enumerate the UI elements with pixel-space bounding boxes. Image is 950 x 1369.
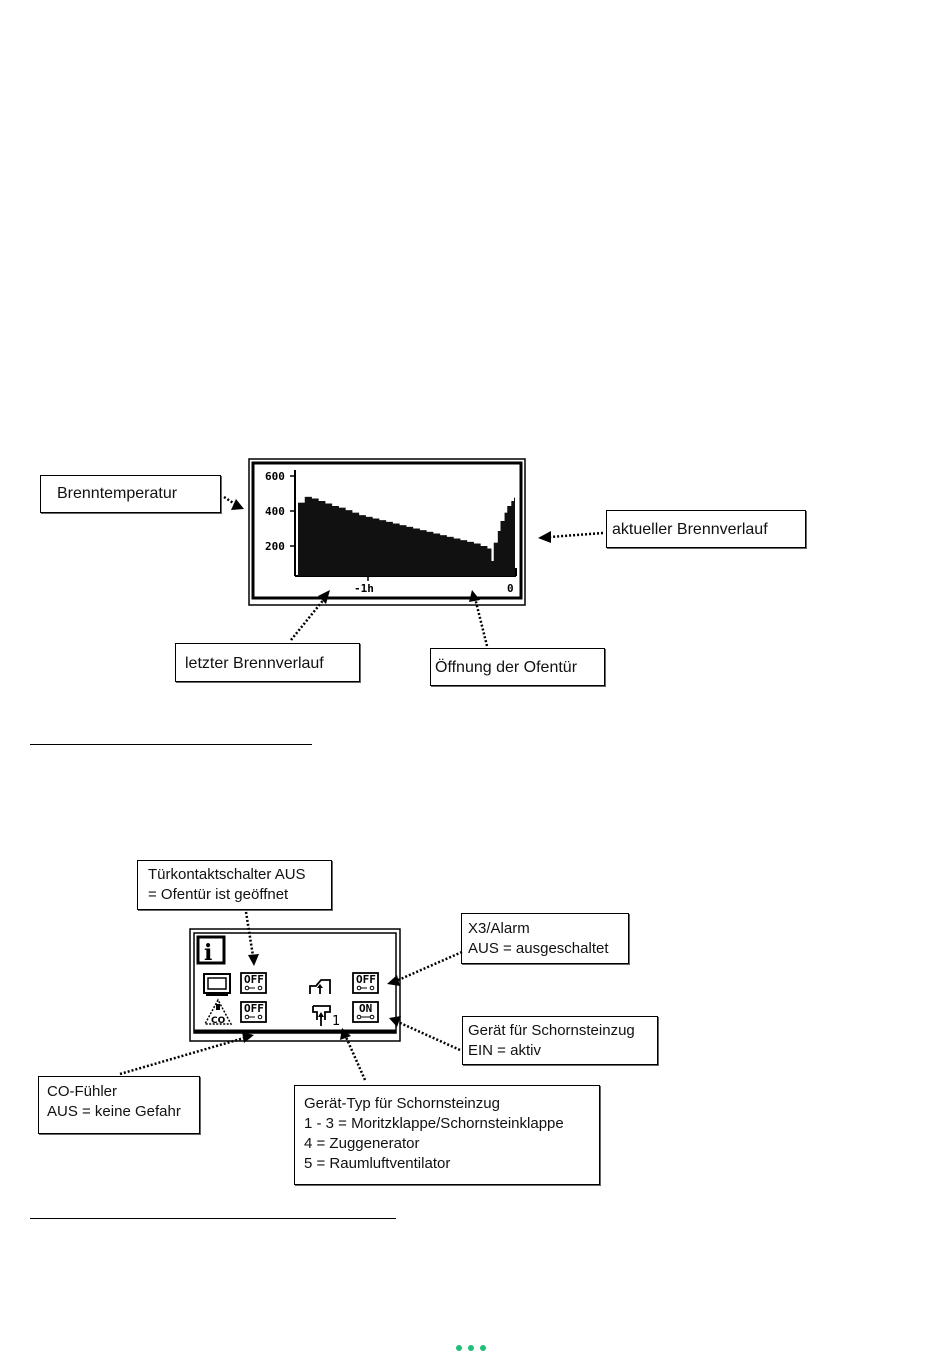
switch-icon: OFF: [352, 972, 379, 994]
arrow-icon: [389, 1016, 401, 1027]
device-number: 1: [332, 1014, 340, 1029]
arrow-icon: [538, 531, 551, 543]
separator-line: [30, 1218, 396, 1219]
arrow-icon: [318, 590, 330, 604]
svg-text:OFF: OFF: [244, 973, 264, 986]
burn-area-step: [426, 531, 434, 576]
burn-area-step: [392, 523, 400, 576]
fan-device-icon: [312, 1005, 331, 1026]
burn-area-step: [385, 521, 393, 576]
burn-area-step: [460, 540, 468, 576]
burn-area-step: [487, 548, 492, 576]
burn-area-step: [379, 520, 387, 576]
burn-area-step: [325, 503, 333, 576]
burn-area-step: [511, 501, 515, 576]
x-tick-label: -1h: [354, 582, 374, 595]
burn-area-step: [372, 518, 380, 576]
burn-area-step: [412, 528, 420, 576]
callout-aktueller-brennverlauf: aktueller Brennverlauf: [606, 510, 806, 548]
burn-area-step: [480, 546, 488, 576]
arrow-icon: [248, 954, 259, 966]
dot-icon: [468, 1345, 474, 1351]
callout-schornsteinzug-geraet: Gerät für Schornsteinzug EIN = aktiv: [462, 1016, 658, 1065]
y-tick-label: 600: [265, 470, 285, 483]
burn-area-series: [298, 496, 515, 576]
svg-text:i: i: [204, 940, 212, 966]
burn-area-step: [406, 526, 414, 576]
callout-co-fuehler: CO-Fühler AUS = keine Gefahr: [38, 1076, 200, 1134]
arrow-icon: [387, 975, 400, 986]
burn-area-step: [352, 512, 360, 576]
burn-area-step: [500, 521, 505, 576]
burn-area-step: [439, 535, 447, 576]
oven-door-icon: [203, 973, 231, 996]
pointer-arrows-2: [119, 911, 463, 1081]
callout-geraet-typ: Gerät-Typ für Schornsteinzug 1 - 3 = Mor…: [294, 1085, 600, 1185]
dot-icon: [480, 1345, 486, 1351]
arrow-icon: [242, 1032, 254, 1043]
svg-text:OFF: OFF: [356, 973, 376, 986]
callout-brenntemperatur: Brenntemperatur: [40, 475, 221, 513]
burn-area-step: [446, 536, 454, 576]
burn-area-step: [514, 497, 515, 576]
burn-area-step: [311, 498, 319, 576]
burn-area-step: [507, 506, 512, 576]
svg-text:CO: CO: [211, 1016, 226, 1026]
burn-area-step: [491, 561, 495, 576]
burn-chart-display: 600 400 200 -1h 0: [248, 458, 526, 606]
callout-letzter-brennverlauf: letzter Brennverlauf: [175, 643, 360, 682]
pointer-arrows-1: [223, 495, 604, 647]
callout-tuerkontaktschalter: Türkontaktschalter AUS = Ofentür ist geö…: [137, 860, 332, 910]
switch-icon: ON: [352, 1001, 379, 1023]
y-tick-label: 400: [265, 505, 285, 518]
burn-area-step: [433, 533, 441, 576]
burn-area-step: [493, 542, 499, 576]
separator-line: [30, 744, 312, 745]
switch-icon: OFF: [240, 972, 267, 994]
arrow-icon: [340, 1028, 351, 1040]
switch-icon: OFF: [240, 1001, 267, 1023]
burn-area-step: [419, 530, 427, 576]
burn-area-step: [304, 496, 312, 576]
burn-area-step: [345, 510, 353, 576]
burn-area-step: [331, 506, 339, 576]
burn-area-step: [399, 525, 407, 576]
co-sensor-icon: CO: [203, 998, 233, 1026]
arrow-icon: [469, 590, 480, 602]
burn-area-step: [358, 515, 366, 576]
svg-text:OFF: OFF: [244, 1002, 264, 1015]
burn-area-step: [453, 538, 461, 576]
burn-area-step: [466, 541, 474, 576]
dot-icon: [456, 1345, 462, 1351]
arrow-icon: [231, 499, 244, 510]
info-display: i OFF OFF OFF ON CO: [189, 928, 401, 1042]
burn-area-step: [338, 507, 346, 576]
svg-text:ON: ON: [359, 1002, 372, 1015]
callout-oeffnung-ofentuer: Öffnung der Ofentür: [430, 648, 605, 686]
burn-area-step: [365, 516, 373, 576]
y-tick-label: 200: [265, 540, 285, 553]
callout-x3-alarm: X3/Alarm AUS = ausgeschaltet: [461, 913, 629, 964]
loading-dots: [456, 1340, 496, 1356]
burn-area-step: [473, 543, 481, 576]
burn-area-step: [318, 501, 326, 576]
x-tick-label: 0: [507, 582, 514, 595]
burn-area-step: [298, 502, 306, 576]
burn-area-step: [504, 512, 508, 576]
info-icon: i: [196, 935, 226, 966]
burn-area-step: [497, 531, 501, 576]
chimney-flap-icon: [309, 979, 331, 994]
